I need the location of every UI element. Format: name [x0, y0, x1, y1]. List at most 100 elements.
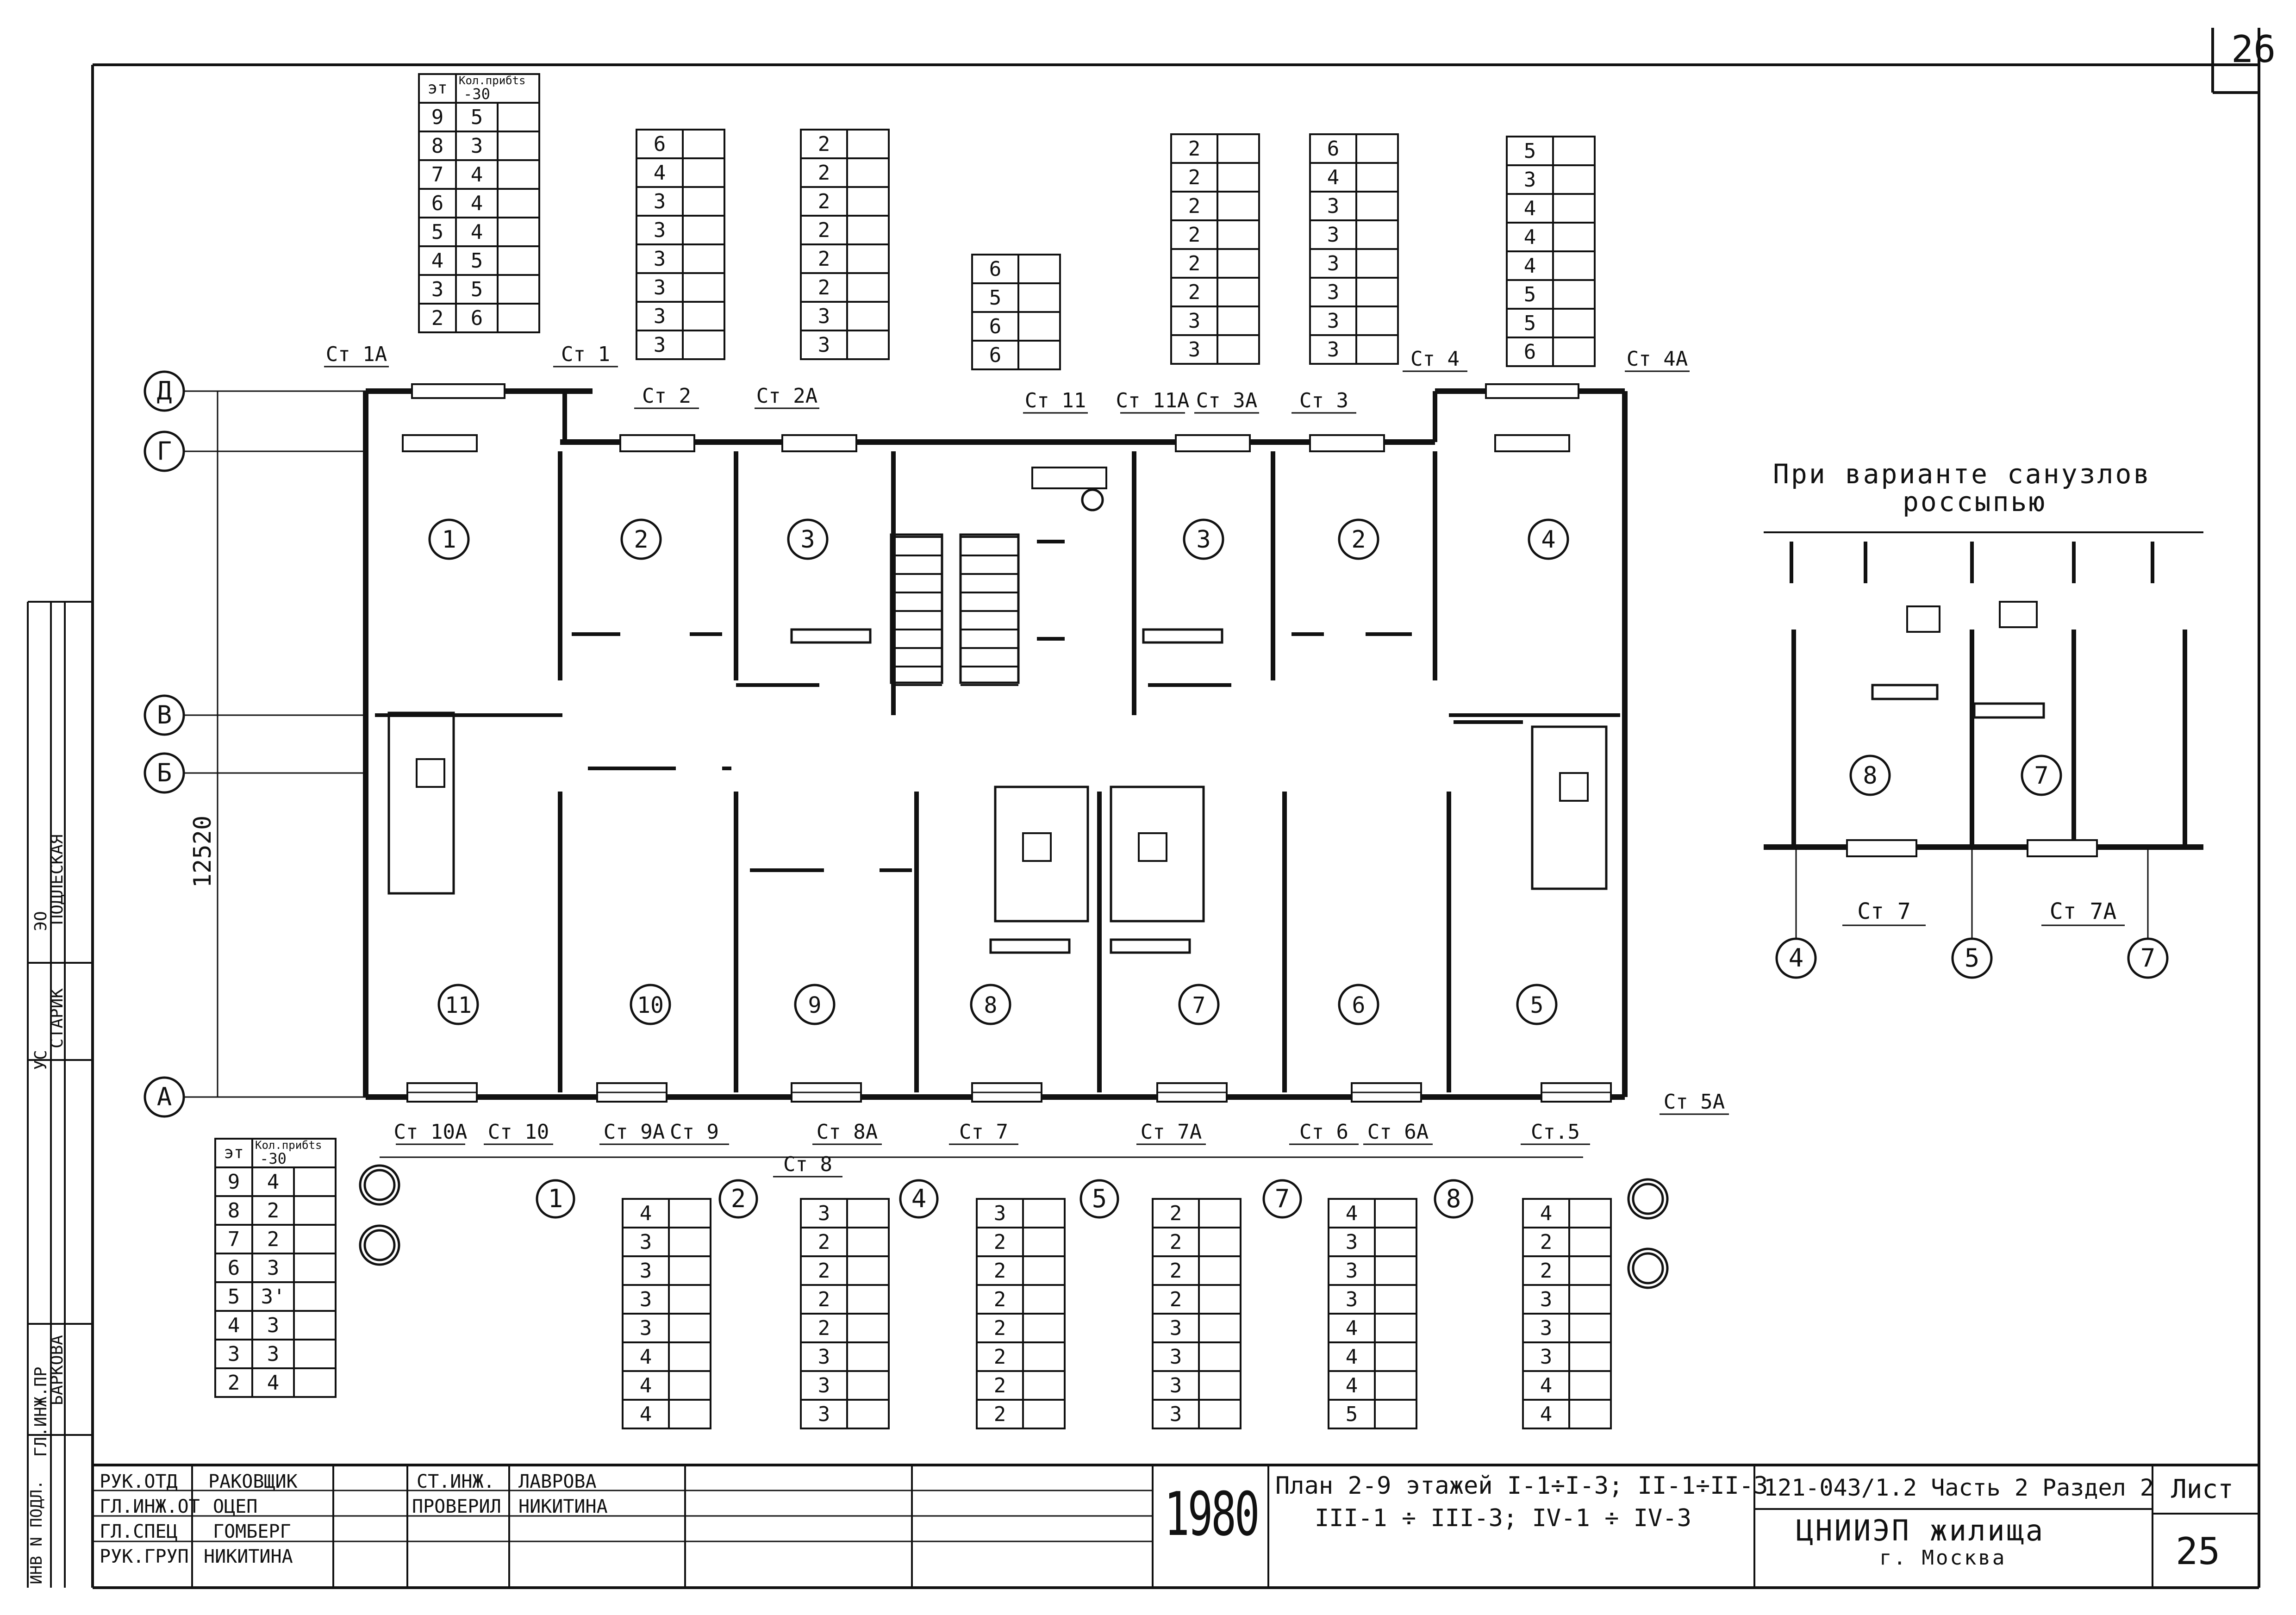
project-code: 121-043/1.2 Часть 2 Раздел 2 — [1764, 1474, 2154, 1501]
table-empty-cell — [293, 1367, 337, 1398]
axis-bubble-num-1 — [536, 1179, 575, 1219]
table-empty-cell — [1217, 306, 1260, 336]
table-value: 3 — [654, 333, 666, 357]
table-empty-cell — [846, 243, 890, 274]
stamp-name-0: СТАРИК — [48, 988, 67, 1048]
year: 1980 — [1164, 1479, 1260, 1549]
table-empty-cell — [846, 1284, 890, 1315]
riser-label-bottom-2: Ст 9А — [604, 1120, 665, 1144]
table-empty-cell — [1217, 219, 1260, 250]
table-value: 2 — [1170, 1288, 1182, 1311]
table-value: 4 — [267, 1170, 280, 1194]
table-value: 3 — [654, 190, 666, 213]
table-empty-cell — [1374, 1284, 1417, 1315]
axis-letter-Б: Б — [157, 758, 172, 787]
table-empty-cell — [1374, 1255, 1417, 1286]
axis-letter-Г: Г — [157, 436, 172, 466]
table-value: 6 — [471, 306, 483, 330]
table-empty-cell — [1022, 1313, 1066, 1343]
table-empty-cell — [1374, 1370, 1417, 1401]
apartment-circle — [1516, 984, 1558, 1025]
apartment-circle — [1528, 518, 1569, 560]
table-empty-cell — [1552, 164, 1596, 195]
table-value: 3 — [818, 305, 830, 328]
table-empty-cell — [1552, 308, 1596, 338]
table-floor: 6 — [431, 192, 444, 215]
riser-label-top-0: Ст 1А — [326, 343, 387, 366]
table-value: 3 — [1540, 1345, 1553, 1369]
table-value: 3 — [1170, 1403, 1182, 1426]
table-value: 3 — [267, 1342, 280, 1366]
table-value: 4 — [1346, 1345, 1358, 1369]
fixture-row-2 — [989, 938, 1071, 954]
ext-circle-1 — [359, 1224, 400, 1266]
table-empty-cell — [497, 217, 540, 247]
bathroom-block-1 — [1531, 725, 1608, 890]
riser-label-bottom-5: Ст 8 — [783, 1153, 832, 1176]
table-header-count: Кол.прибts — [255, 1139, 322, 1152]
table-header-count: Кол.прибts — [459, 74, 526, 87]
table-value: 2 — [994, 1259, 1006, 1283]
table-empty-cell — [846, 1370, 890, 1401]
plan-title: План 2-9 этажей I-1÷I-3; II-1÷II-3 — [1275, 1472, 1768, 1500]
table-empty-cell — [1568, 1227, 1612, 1257]
riser-label-bottom-6: Ст 7 — [959, 1120, 1008, 1144]
sheet-number: 25 — [2176, 1530, 2221, 1573]
table-empty-cell — [1022, 1370, 1066, 1401]
table-value: 3 — [267, 1314, 280, 1337]
table-floor: 4 — [228, 1314, 240, 1337]
table-empty-cell — [668, 1370, 711, 1401]
table-empty-cell — [682, 129, 725, 159]
table-empty-cell — [1017, 311, 1061, 342]
toilet-symbol — [1559, 772, 1589, 802]
table-empty-cell — [1355, 334, 1399, 365]
table-empty-cell — [1552, 337, 1596, 367]
table-empty-cell — [1568, 1198, 1612, 1228]
table-value: 6 — [989, 343, 1002, 367]
fixture-row-0 — [790, 628, 872, 644]
table-empty-cell — [1217, 248, 1260, 279]
table-empty-cell — [846, 157, 890, 188]
table-empty-cell — [846, 1227, 890, 1257]
table-empty-cell — [497, 159, 540, 190]
table-empty-cell — [1022, 1284, 1066, 1315]
table-empty-cell — [1355, 133, 1399, 164]
table-value: 5 — [471, 278, 483, 301]
table-value: 3 — [654, 276, 666, 299]
drawing-frame — [91, 28, 2260, 1589]
table-empty-cell — [846, 129, 890, 159]
table-empty-cell — [846, 272, 890, 303]
window-top-apt4 — [1485, 383, 1579, 399]
table-value: 2 — [1540, 1230, 1553, 1254]
table-empty-cell — [682, 301, 725, 331]
apartment-circle — [1338, 984, 1379, 1025]
table-value: 5 — [1346, 1403, 1358, 1426]
table-value: 3 — [1188, 309, 1201, 333]
table-empty-cell — [1198, 1227, 1242, 1257]
table-empty-cell — [846, 186, 890, 217]
table-value: 3 — [818, 1374, 830, 1397]
table-value: 4 — [640, 1374, 652, 1397]
table-empty-cell — [1022, 1399, 1066, 1429]
bathroom-block-0 — [387, 711, 455, 895]
table-value: 4 — [1346, 1202, 1358, 1225]
variant-fixture-8 — [1871, 684, 1939, 700]
table-empty-cell — [1374, 1341, 1417, 1372]
table-empty-cell — [497, 245, 540, 276]
table-value: 3 — [1540, 1316, 1553, 1340]
table-value: 5 — [471, 106, 483, 129]
table-value: 3 — [818, 1202, 830, 1225]
table-value: 5 — [1524, 312, 1536, 335]
riser-label-top-4: Ст 11 — [1025, 389, 1086, 412]
table-empty-cell — [668, 1313, 711, 1343]
table-value: 3 — [1346, 1230, 1358, 1254]
riser-label-top-8: Ст 4 — [1410, 347, 1460, 371]
table-value: 3 — [267, 1256, 280, 1280]
table-empty-cell — [668, 1284, 711, 1315]
